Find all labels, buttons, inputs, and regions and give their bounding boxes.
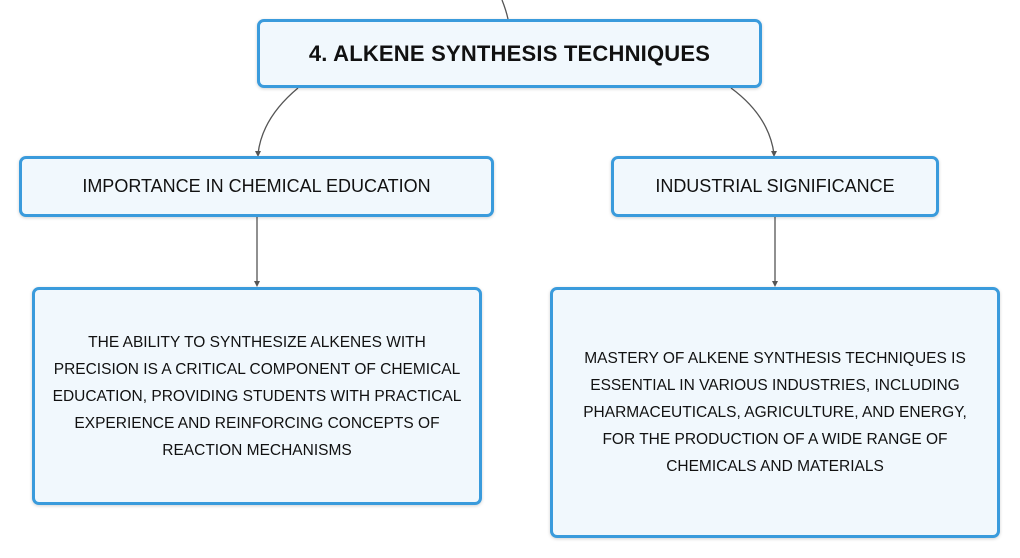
branch-node-education[interactable]: IMPORTANCE IN CHEMICAL EDUCATION [19, 156, 494, 217]
detail-node-education-text: THE ABILITY TO SYNTHESIZE ALKENES WITH P… [52, 333, 462, 459]
connector-root-to-education [257, 87, 299, 155]
branch-node-industrial-label: INDUSTRIAL SIGNIFICANCE [655, 176, 895, 196]
arrowhead-industrial [771, 151, 777, 157]
connector-root-to-industrial [730, 87, 775, 155]
connector-from-parent [501, 0, 509, 20]
root-node-label: 4. ALKENE SYNTHESIS TECHNIQUES [308, 40, 711, 66]
arrowhead-industrial-detail [772, 281, 778, 287]
detail-node-industrial-text: MASTERY OF ALKENE SYNTHESIS TECHNIQUES I… [583, 350, 967, 475]
root-node[interactable]: 4. ALKENE SYNTHESIS TECHNIQUES [257, 19, 762, 88]
branch-node-industrial[interactable]: INDUSTRIAL SIGNIFICANCE [611, 156, 939, 217]
detail-node-industrial[interactable]: MASTERY OF ALKENE SYNTHESIS TECHNIQUES I… [550, 287, 1000, 538]
arrowhead-education [255, 151, 261, 157]
branch-node-education-label: IMPORTANCE IN CHEMICAL EDUCATION [82, 176, 431, 196]
detail-node-education[interactable]: THE ABILITY TO SYNTHESIZE ALKENES WITH P… [32, 287, 482, 505]
arrowhead-education-detail [254, 281, 260, 287]
